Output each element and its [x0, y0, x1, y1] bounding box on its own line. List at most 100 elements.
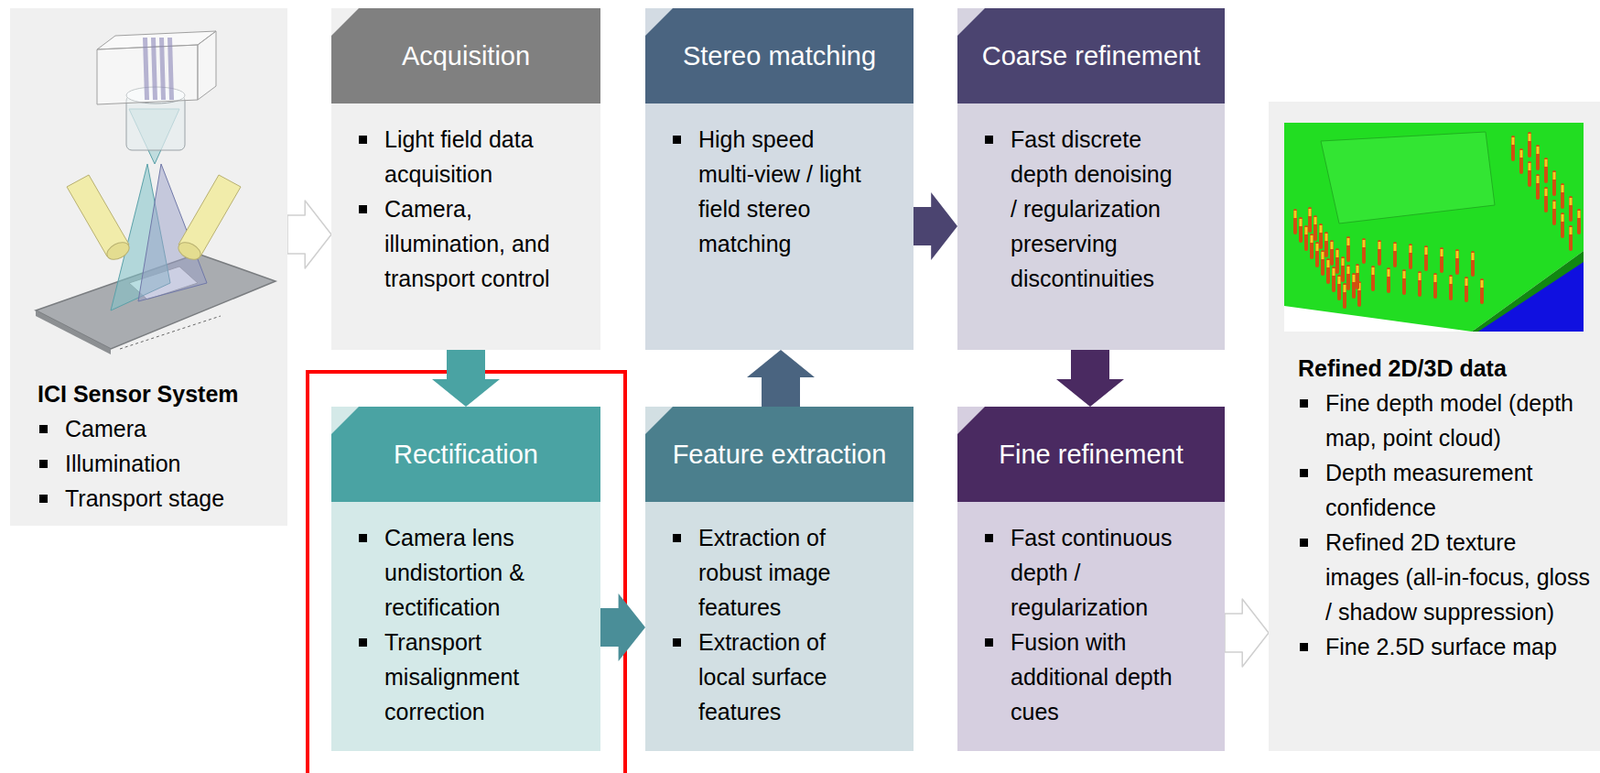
bullet-item: Camera, illumination, and transport cont… [356, 191, 560, 296]
bullet-square [39, 494, 48, 503]
pin [1527, 162, 1532, 185]
pin [1308, 208, 1312, 231]
box-body: High speed multi-view / light field ster… [645, 103, 914, 276]
pin [1560, 184, 1565, 207]
pin [1393, 243, 1397, 266]
bullet-text: Extraction of robust image features [698, 524, 832, 620]
bullet-text: Camera [64, 415, 147, 442]
pin [1470, 252, 1475, 275]
bullet-item: Fine depth model (depth map, point cloud… [1297, 385, 1593, 455]
pin [1304, 227, 1309, 249]
process-box: Coarse refinementFast discrete depth den… [957, 8, 1225, 350]
pin-tip [1372, 267, 1375, 275]
bullet-text: Depth measurement confidence [1325, 459, 1534, 520]
pin-tip [1512, 137, 1515, 145]
pin-tip [1343, 284, 1347, 292]
block-arrow [600, 593, 646, 661]
pin-tip [1325, 233, 1329, 241]
pin [1362, 239, 1366, 262]
pin-tip [1352, 274, 1356, 282]
pin [1527, 133, 1532, 156]
pin [1342, 284, 1347, 307]
bullet-text: Transport misalignment correction [384, 628, 519, 725]
header-text: Fine refinement [998, 439, 1184, 470]
box-header: Acquisition [331, 8, 601, 104]
bullet-item: Fast discrete depth denoising / regulari… [983, 121, 1184, 296]
board-edge [1471, 250, 1584, 332]
process-box: AcquisitionLight field data acquisitionC… [331, 8, 601, 350]
pin [1433, 274, 1438, 297]
pin-tip [1299, 218, 1303, 227]
info-panel: ICI Sensor SystemCameraIlluminationTrans… [10, 8, 288, 526]
pin-tip [1545, 188, 1548, 196]
lamp-end [175, 238, 204, 263]
pin-tip [1481, 280, 1484, 288]
pin [1577, 210, 1581, 233]
bullet-item: Extraction of robust image features [670, 519, 873, 625]
pin [1337, 276, 1341, 299]
box-header: Stereo matching [645, 8, 914, 104]
pin-tip [1314, 216, 1318, 225]
pin-tip [1294, 210, 1298, 218]
chip-body [1320, 131, 1495, 224]
pin [1298, 218, 1303, 241]
pin-tip [1578, 210, 1581, 218]
bullet-text: Refined 2D texture images (all-in-focus,… [1325, 529, 1590, 625]
bullet-square [984, 533, 994, 542]
pin-tip [1319, 225, 1323, 233]
pin-tip [1403, 270, 1406, 279]
bullet-text: High speed multi-view / light field ster… [698, 126, 862, 257]
info-panel: Refined 2D/3D dataFine depth model (dept… [1268, 101, 1600, 751]
bullet-square [39, 424, 48, 433]
pin [1324, 233, 1329, 256]
box-header: Fine refinement [957, 406, 1225, 502]
bullet-text: Camera, illumination, and transport cont… [384, 195, 551, 292]
pin-tip [1536, 146, 1540, 154]
pin-tip [1418, 272, 1422, 281]
pin [1335, 249, 1340, 272]
pin-tip [1362, 239, 1366, 248]
pin [1326, 259, 1330, 282]
bullet-square [672, 533, 682, 542]
pin [1439, 248, 1444, 271]
bullet-square [358, 637, 368, 647]
bullet-text: Extraction of local surface features [698, 628, 827, 725]
box-body: Extraction of robust image featuresExtra… [645, 501, 914, 744]
pin-tip [1394, 243, 1397, 251]
pin [1331, 268, 1336, 291]
bullet-item: Camera lens undistortion & rectification [356, 519, 560, 625]
bullet-text: Fast discrete depth denoising / regulari… [1010, 126, 1173, 292]
pin-tip [1409, 245, 1413, 253]
bullet-text: Transport stage [64, 485, 225, 511]
pin [1544, 188, 1548, 211]
header-text: Rectification [393, 439, 539, 470]
pin [1320, 251, 1325, 274]
box-body: Fast continuous depth / regularizationFu… [957, 501, 1225, 744]
pin-tip [1338, 276, 1341, 284]
bullet-text: Fine depth model (depth map, point cloud… [1325, 389, 1574, 451]
pin [1402, 270, 1406, 293]
bullet-item: Transport misalignment correction [356, 624, 560, 729]
pin-tip [1456, 250, 1460, 259]
bullet-item: Illumination [37, 445, 281, 481]
pin-tip [1387, 269, 1391, 277]
pin-tip [1536, 175, 1540, 184]
bullet-square [1299, 399, 1309, 408]
pin [1568, 227, 1573, 249]
bullet-item: Fine 2.5D surface map [1297, 628, 1593, 664]
pin [1315, 243, 1319, 266]
pin-tip [1520, 150, 1524, 158]
pin-tip [1434, 274, 1438, 282]
pin-array [1295, 133, 1584, 307]
block-arrow [287, 200, 332, 269]
process-box: Fine refinementFast continuous depth / r… [957, 406, 1225, 751]
bullet-text: Fine 2.5D surface map [1325, 633, 1557, 660]
header-text: Stereo matching [682, 41, 876, 72]
pin [1535, 146, 1540, 169]
pin-tip [1378, 241, 1382, 249]
bullet-item: High speed multi-view / light field ster… [670, 121, 873, 261]
bullet-square [1299, 468, 1309, 477]
pin [1377, 241, 1382, 264]
header-text: Feature extraction [672, 439, 887, 470]
pin-tip [1341, 258, 1345, 266]
